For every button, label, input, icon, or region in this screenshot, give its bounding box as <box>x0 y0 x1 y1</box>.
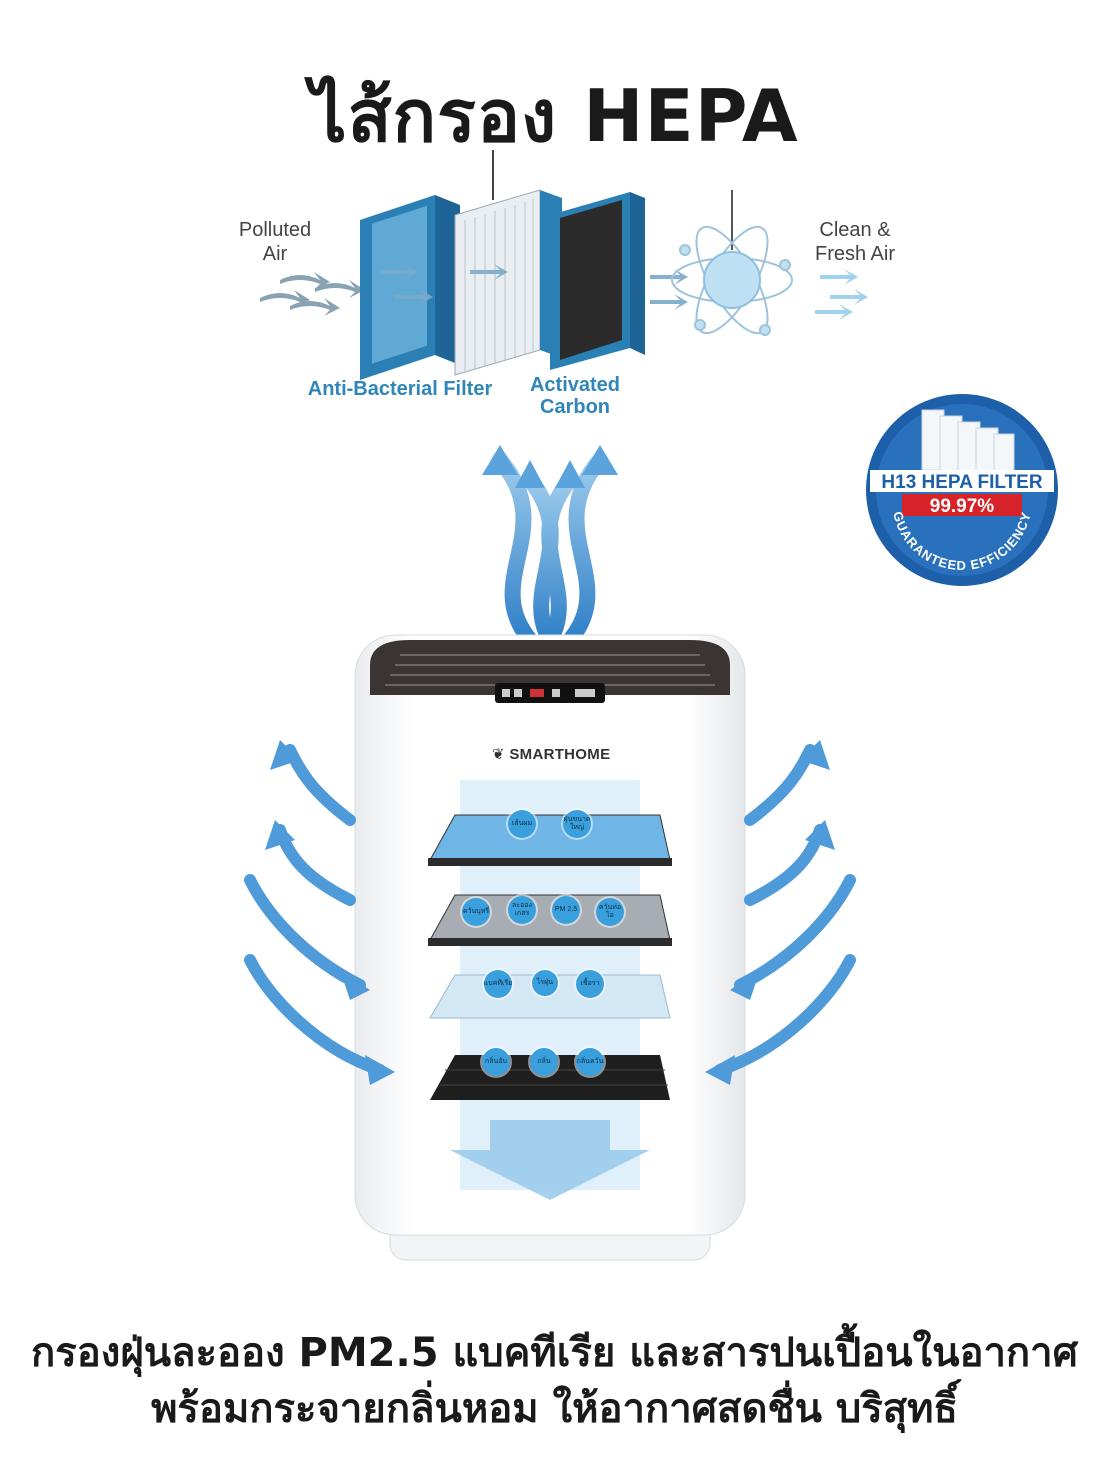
activated-carbon-line1: Activated <box>529 374 621 396</box>
chip-large-dust: ฝุ่นขนาดใหญ่ <box>563 810 591 838</box>
filter-layer-1 <box>428 858 672 866</box>
filter-layer-2 <box>428 938 672 946</box>
badge-line1: H13 HEPA FILTER <box>881 472 1042 493</box>
chip-smoke: ควันบุหรี่ <box>462 898 490 926</box>
badge-percent: 99.97% <box>930 496 995 517</box>
chip-musty: กลิ่นอับ <box>482 1048 510 1076</box>
caption-line1: กรองฝุ่นละออง PM2.5 แบคทีเรีย และสารปนเป… <box>31 1330 1078 1376</box>
down-arrow-icon <box>450 1120 650 1200</box>
top-grill <box>370 640 730 695</box>
polluted-arrows-icon <box>260 272 365 316</box>
purifier-brand: ❦ SMARTHOME <box>492 745 610 763</box>
chip-mold: เชื้อรา <box>576 970 604 998</box>
lotus-logo-icon: ❦ <box>492 746 505 763</box>
activated-carbon-label: Activated Carbon <box>525 374 625 418</box>
chip-exhaust: ควันท่อไอ <box>596 898 624 926</box>
clean-air-atom-icon <box>671 190 793 336</box>
filter-layers-graphic <box>260 150 868 380</box>
chip-dust-mite: ไรฝุ่น <box>532 970 558 996</box>
clean-air-arrows-icon <box>815 269 868 320</box>
control-panel <box>495 683 605 703</box>
h13-hepa-badge: H13 HEPA FILTER 99.97% GUARANTEED EFFICI… <box>862 390 1062 590</box>
hepa-filter-panel <box>454 189 562 376</box>
polluted-air-line1: Polluted <box>238 219 312 241</box>
activated-carbon-panel <box>550 192 645 370</box>
chip-bacteria: แบคทีเรีย <box>484 970 512 998</box>
chip-pm25: PM 2.5 <box>552 896 580 924</box>
brand-name: SMARTHOME <box>509 746 611 763</box>
clean-air-line1: Clean & <box>819 219 891 241</box>
clean-air-label: Clean & Fresh Air <box>800 218 910 266</box>
caption: กรองฝุ่นละออง PM2.5 แบคทีเรีย และสารปนเป… <box>0 1325 1109 1437</box>
air-purifier-illustration: ❦ SMARTHOME เส้นผม ฝุ่นขนาดใหญ่ ควันบุหร… <box>230 440 870 1300</box>
filter-diagram <box>220 150 920 430</box>
caption-line2: พร้อมกระจายกลิ่นหอม ให้อากาศสดชื่น บริสุ… <box>151 1386 958 1432</box>
polluted-air-line2: Air <box>262 243 288 265</box>
chip-hair: เส้นผม <box>508 810 536 838</box>
anti-bacterial-label: Anti-Bacterial Filter <box>307 378 493 400</box>
top-outflow-arrows-icon <box>492 452 608 648</box>
anti-bacterial-filter-panel <box>360 195 460 380</box>
chip-odor: กลิ่น <box>530 1048 558 1076</box>
chip-pollen: ละอองเกสร <box>508 896 536 924</box>
clean-air-line2: Fresh Air <box>814 243 896 265</box>
chip-smoke-odor: กลิ่นควัน <box>576 1048 604 1076</box>
polluted-air-label: Polluted Air <box>225 218 325 266</box>
page-title: ไส้กรอง HEPA <box>310 74 799 158</box>
activated-carbon-line2: Carbon <box>540 396 610 418</box>
